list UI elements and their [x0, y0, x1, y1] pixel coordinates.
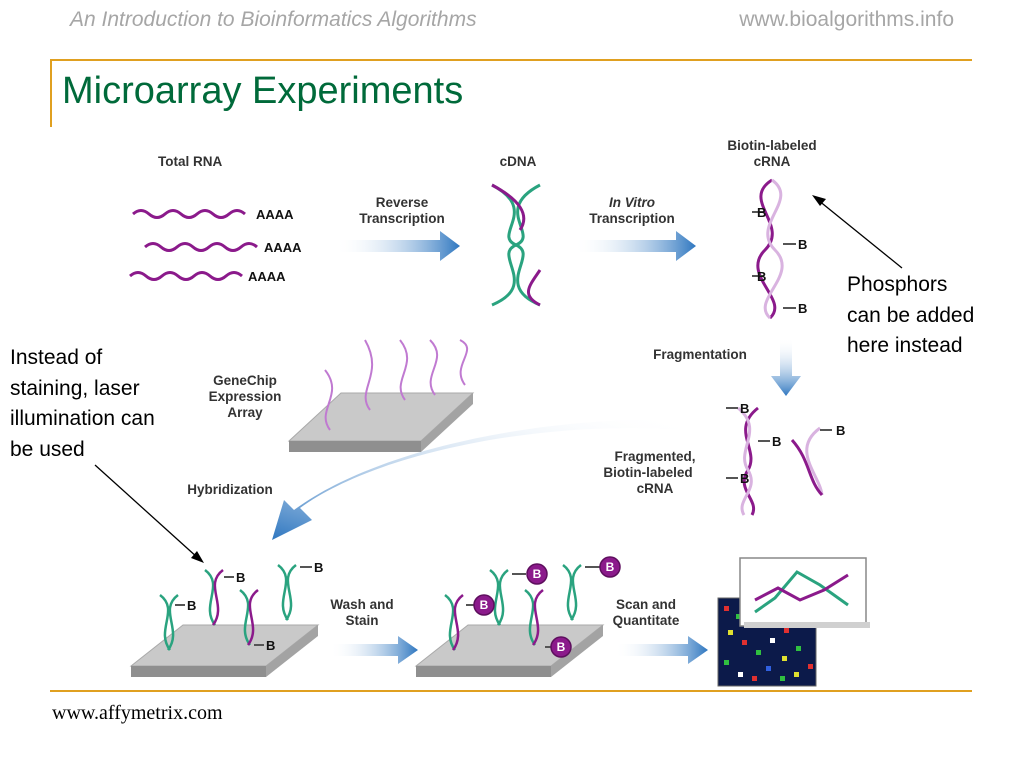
- biotin-label: B: [314, 560, 323, 575]
- scan-label-2: Quantitate: [613, 613, 680, 628]
- phosphor-pointer-head: [812, 195, 826, 206]
- chart-line-purple: [754, 573, 849, 602]
- genechip-probes: [324, 339, 468, 431]
- rna-strand: [144, 242, 258, 252]
- scan-quantitate-arrow: [615, 636, 708, 664]
- hybridization-label: Hybridization: [187, 482, 273, 497]
- footer-rule: [50, 690, 972, 692]
- rna-strands: [129, 209, 258, 281]
- stained-helices: [444, 564, 582, 651]
- reverse-transcription-arrow: [335, 231, 460, 261]
- note-line: illumination can: [10, 407, 155, 430]
- header-website: www.bioalgorithms.info: [739, 8, 954, 31]
- biotin-label: B: [740, 471, 749, 486]
- biotin-label: B: [798, 237, 807, 252]
- biotin-badge-label: B: [533, 567, 542, 581]
- note-laser-illumination: Instead of staining, laser illumination …: [10, 343, 155, 465]
- phosphor-pointer-line: [817, 199, 903, 269]
- fragmented-label-3: cRNA: [637, 481, 674, 496]
- biotin-badge-label: B: [557, 640, 566, 654]
- chart-line-teal: [754, 570, 849, 614]
- chart-shadow: [744, 622, 870, 628]
- biotin-label: B: [836, 423, 845, 438]
- fragmentation-arrow: [771, 338, 801, 396]
- reverse-label: Reverse: [376, 195, 429, 210]
- fragmentation-label: Fragmentation: [653, 347, 747, 362]
- poly-a-tail: AAAA: [264, 240, 302, 255]
- biotin-label: B: [236, 570, 245, 585]
- hybridized-helices: [159, 564, 297, 651]
- transcription-label: Transcription: [359, 211, 445, 226]
- note-line: Instead of: [10, 346, 103, 369]
- biotin-badge-label: B: [606, 560, 615, 574]
- fragment-biotin-tags: [726, 407, 832, 479]
- hybridized-chip: [129, 624, 320, 677]
- note-line: can be added: [847, 303, 975, 327]
- note-line: staining, laser: [10, 376, 140, 400]
- fragmented-label-2: Biotin-labeled: [603, 465, 692, 480]
- wash-label-1: Wash and: [330, 597, 393, 612]
- wash-stain-arrow: [330, 636, 418, 664]
- biotin-label: B: [187, 598, 196, 613]
- poly-a-tail: AAAA: [256, 207, 294, 222]
- biotin-label: B: [798, 301, 807, 316]
- poly-a-tail: AAAA: [248, 269, 286, 284]
- fragmented-crna: [737, 406, 824, 516]
- rna-strand: [132, 209, 246, 219]
- wash-label-2: Stain: [345, 613, 378, 628]
- biotin-label: B: [266, 638, 275, 653]
- biotin-label: B: [772, 434, 781, 449]
- genechip-label-3: Array: [227, 405, 263, 420]
- cdna-double-helix: [491, 183, 542, 307]
- footer-source: www.affymetrix.com: [52, 702, 223, 724]
- biotin-label: B: [740, 401, 749, 416]
- biotin-crna-label-2: cRNA: [754, 154, 791, 169]
- fragmented-label-1: Fragmented,: [614, 449, 695, 464]
- in-vitro-transcription-arrow: [574, 231, 696, 261]
- biotin-label: B: [757, 269, 766, 284]
- scan-label-1: Scan and: [616, 597, 676, 612]
- laser-pointer-head: [191, 551, 204, 563]
- note-line: be used: [10, 437, 85, 461]
- biotin-label: B: [757, 205, 766, 220]
- cdna-label: cDNA: [500, 154, 537, 169]
- note-phosphors: Phosphors can be added here instead: [847, 270, 974, 362]
- laser-pointer-line: [94, 464, 199, 559]
- in-vitro-label: In Vitro: [609, 195, 655, 210]
- total-rna-label: Total RNA: [158, 154, 222, 169]
- header-book-title: An Introduction to Bioinformatics Algori…: [70, 8, 477, 31]
- note-line: Phosphors: [847, 273, 948, 296]
- stain-biotin-badges: [466, 556, 621, 658]
- quantitation-chart: [739, 557, 867, 627]
- rna-strand: [129, 271, 243, 281]
- genechip-array: [287, 392, 475, 452]
- biotin-crna-strand: [756, 178, 784, 320]
- biotin-badge-label: B: [480, 598, 489, 612]
- biotin-tags: [752, 211, 796, 309]
- biotin-crna-label-1: Biotin-labeled: [727, 138, 816, 153]
- hybrid-biotin-tags: [175, 566, 312, 646]
- genechip-label-1: GeneChip: [213, 373, 277, 388]
- title-rule: [50, 59, 972, 61]
- genechip-label-2: Expression: [209, 389, 282, 404]
- note-line: here instead: [847, 334, 963, 357]
- title-side-bar: [50, 59, 52, 127]
- slide-title: Microarray Experiments: [62, 70, 464, 112]
- transcription-label: Transcription: [589, 211, 675, 226]
- stained-chip: [414, 624, 605, 677]
